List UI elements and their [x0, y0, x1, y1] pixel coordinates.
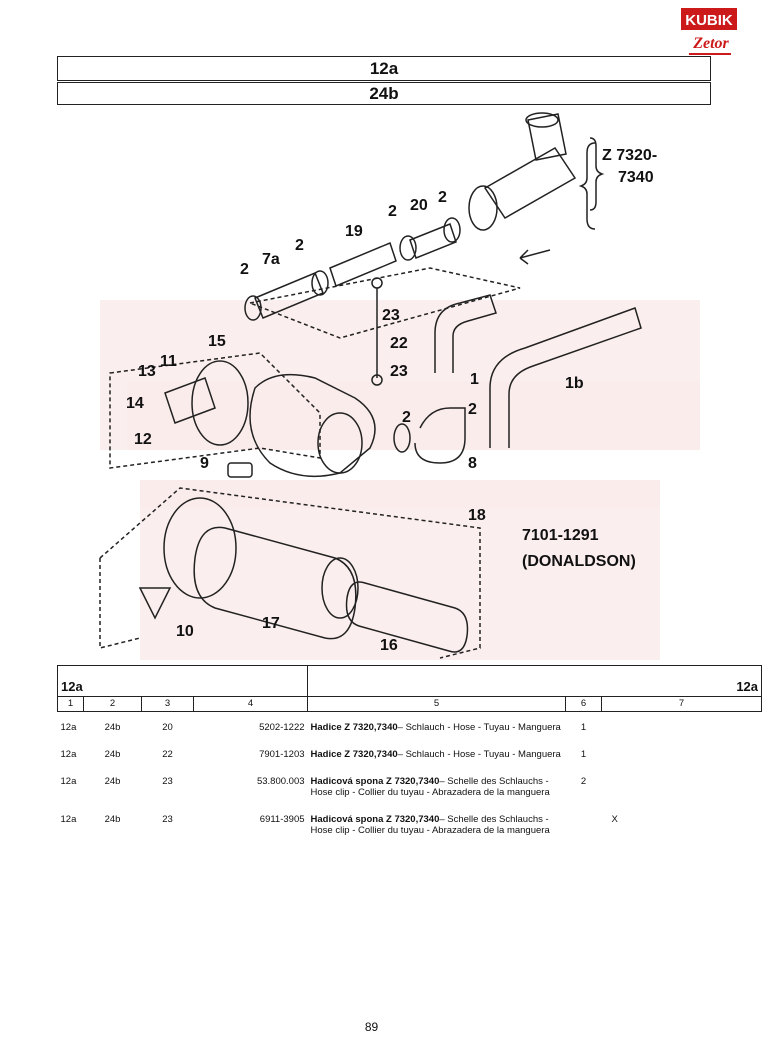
callout-2-e: 2 [402, 409, 411, 426]
col-header-7: 7 [601, 696, 762, 712]
cell-subgroup: 24b [104, 814, 121, 825]
cell-qty [566, 804, 602, 842]
parts-table: 12a 12a 1 2 3 4 5 6 7 12a 24b 20 5202-12… [56, 665, 762, 842]
logo-top-text: KUBIK [685, 12, 733, 29]
cell-group: 12a [60, 814, 77, 825]
callout-10: 10 [176, 623, 194, 640]
part-translations: – Schlauch - Hose - Tuyau - Manguera [397, 722, 561, 733]
cell-group: 12a [60, 776, 77, 787]
callout-20: 20 [410, 197, 428, 214]
safety-filter-element-shape [345, 581, 469, 653]
callout-12: 12 [134, 431, 152, 448]
air-filter-exploded-diagram: 2 7a 2 19 2 20 2 23 22 23 1 1b 15 13 11 … [99, 112, 657, 659]
callout-23-a: 23 [382, 307, 400, 324]
column-header-row: 1 2 3 4 5 6 7 [57, 696, 762, 712]
intake-elbow-shape [527, 113, 567, 161]
col-header-6: 6 [565, 696, 603, 712]
callout-15: 15 [208, 333, 226, 350]
callout-13: 13 [138, 363, 156, 380]
page-number: 89 [364, 1020, 379, 1034]
callout-2-a: 2 [240, 261, 249, 278]
group-header: 12a [57, 56, 711, 81]
part-name: Hadice Z 7320,7340 [310, 722, 398, 733]
callout-14: 14 [126, 395, 144, 412]
table-row: 12a 24b 23 6911-3905 Hadicová spona Z 73… [58, 804, 762, 842]
table-row: 12a 24b 20 5202-1222 Hadice Z 7320,7340–… [58, 712, 762, 740]
callout-2-d: 2 [438, 189, 447, 206]
callout-2-b: 2 [295, 237, 304, 254]
hose-20-shape [409, 223, 457, 259]
callout-2-c: 2 [388, 203, 397, 220]
cell-note [602, 766, 762, 804]
callout-8: 8 [468, 455, 477, 472]
callout-1: 1 [470, 371, 479, 388]
col-header-5: 5 [307, 696, 567, 712]
cell-description: Hadice Z 7320,7340– Schlauch - Hose - Tu… [308, 712, 566, 740]
cell-subgroup: 24b [104, 722, 121, 733]
cell-position: 20 [162, 722, 173, 733]
cell-note [602, 712, 762, 740]
cell-part-number: 53.800.003 [256, 776, 305, 787]
cell-part-number: 6911-3905 [259, 814, 305, 825]
cell-group: 12a [60, 722, 77, 733]
part-name: Hadicová spona Z 7320,7340 [310, 776, 440, 787]
kubik-zetor-logo: KUBIK Zetor [681, 8, 737, 55]
intake-housing-shape [483, 147, 577, 219]
section-row: 12a 12a [56, 665, 762, 697]
pipe-19-shape [329, 241, 397, 288]
part-translations: – Schelle des Schlauchs - Hose clip - Co… [310, 776, 550, 798]
callout-18: 18 [468, 507, 486, 524]
cell-subgroup: 24b [104, 749, 121, 760]
table-row: 12a 24b 22 7901-1203 Hadice Z 7320,7340–… [58, 739, 762, 766]
section-right-label: 12a [307, 665, 762, 697]
logo-bottom-text: Zetor [692, 35, 729, 52]
cell-qty: 1 [580, 749, 587, 760]
callout-7a: 7a [262, 251, 280, 268]
cell-position: 23 [162, 776, 173, 787]
cell-note: X [611, 814, 618, 825]
main-filter-element-shape [193, 526, 357, 640]
callout-16: 16 [380, 637, 398, 654]
cell-description: Hadice Z 7320,7340– Schlauch - Hose - Tu… [308, 739, 566, 766]
col-header-4: 4 [192, 696, 309, 712]
cell-qty: 1 [580, 722, 587, 733]
callout-22: 22 [390, 335, 408, 352]
part-translations: – Schelle des Schlauchs - Hose clip - Co… [310, 814, 550, 836]
cell-part-number: 5202-1222 [259, 722, 305, 733]
callout-11: 11 [160, 353, 177, 370]
part-name: Hadice Z 7320,7340 [310, 749, 398, 760]
filter-housing-shape [249, 373, 376, 478]
table-row: 12a 24b 23 53.800.003 Hadicová spona Z 7… [58, 766, 762, 804]
section-left-label: 12a [56, 665, 309, 697]
col-header-2: 2 [83, 696, 142, 712]
col-header-3: 3 [141, 696, 194, 712]
part-code-line2: (DONALDSON) [522, 553, 636, 570]
cell-group: 12a [60, 749, 77, 760]
variant-label-line2: 7340 [618, 169, 654, 186]
callout-9: 9 [200, 455, 209, 472]
cell-note [602, 739, 762, 766]
variant-label-line1: Z 7320- [602, 147, 657, 164]
col-header-1: 1 [57, 696, 84, 712]
part-name: Hadicová spona Z 7320,7340 [310, 814, 440, 825]
callout-1b: 1b [565, 375, 584, 392]
cell-description: Hadicová spona Z 7320,7340– Schelle des … [308, 804, 566, 842]
subgroup-header: 24b [57, 82, 711, 105]
callout-19: 19 [345, 223, 363, 240]
cell-qty: 2 [580, 776, 587, 787]
callout-23-b: 23 [390, 363, 408, 380]
part-code-line1: 7101-1291 [522, 527, 599, 544]
cell-position: 22 [162, 749, 173, 760]
cell-part-number: 7901-1203 [259, 749, 305, 760]
callout-2-f: 2 [468, 401, 477, 418]
callout-17: 17 [262, 615, 280, 632]
cell-description: Hadicová spona Z 7320,7340– Schelle des … [308, 766, 566, 804]
cell-subgroup: 24b [104, 776, 121, 787]
part-translations: – Schlauch - Hose - Tuyau - Manguera [397, 749, 561, 760]
cell-position: 23 [162, 814, 173, 825]
